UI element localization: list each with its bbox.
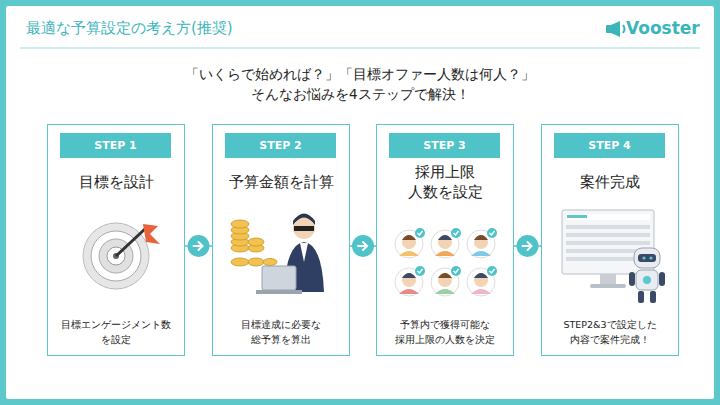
step-heading: 予算金額を計算 — [226, 173, 336, 193]
target-illustration — [83, 223, 160, 289]
candidate-avatars — [395, 228, 497, 296]
completion-illustration — [562, 210, 665, 303]
subtitle-question: 「いくらで始めれば？」「目標オファー人数は何人？」 — [185, 66, 535, 84]
step-badge: STEP 3 — [389, 133, 500, 158]
step-arrow — [514, 235, 541, 257]
step-card: 予算金額を計算目標達成に必要な 総予算を算出 STEP 2 — [212, 124, 350, 356]
step-description: STEP2&3で設定した 内容で案件完成！ — [546, 318, 674, 347]
step-number: STEP 4 — [588, 139, 631, 152]
budget-illustration — [231, 214, 324, 295]
step-number: STEP 2 — [259, 139, 302, 152]
subtitle-line: そんなお悩みを4ステップで解決！ — [251, 86, 470, 104]
step-badge: STEP 4 — [554, 133, 665, 158]
step-description: 予算内で獲得可能な 採用上限の人数を決定 — [381, 318, 509, 347]
step-heading: 目標を設計 — [61, 173, 171, 193]
step-description: 目標エンゲージメント数 を設定 — [52, 318, 180, 347]
step-arrow — [185, 235, 212, 257]
slide-title: 最適な予算設定の考え方(推奨) — [26, 19, 233, 38]
step-description: 目標達成に必要な 総予算を算出 — [217, 318, 345, 347]
step-card: 案件完成 STEP2&3で設定した 内容で案件完成！ STEP 4 — [541, 124, 679, 356]
step-card: 採用上限 人数を設定予算内で獲得可能な 採用上限の人数を決定 STEP 3 — [376, 124, 514, 356]
step-number: STEP 3 — [423, 139, 466, 152]
step-heading: 案件完成 — [555, 173, 665, 193]
brand-logo: Vooster — [626, 18, 700, 38]
step-badge: STEP 2 — [225, 133, 336, 158]
step-arrow — [350, 235, 376, 257]
title-rule — [20, 48, 700, 49]
step-number: STEP 1 — [94, 139, 137, 152]
step-card: 目標を設計目標エンゲージメント数 を設定 STEP 1 — [47, 124, 185, 356]
step-heading: 採用上限 人数を設定 — [390, 163, 500, 202]
step-badge: STEP 1 — [60, 133, 171, 158]
logo-icon — [606, 21, 625, 37]
